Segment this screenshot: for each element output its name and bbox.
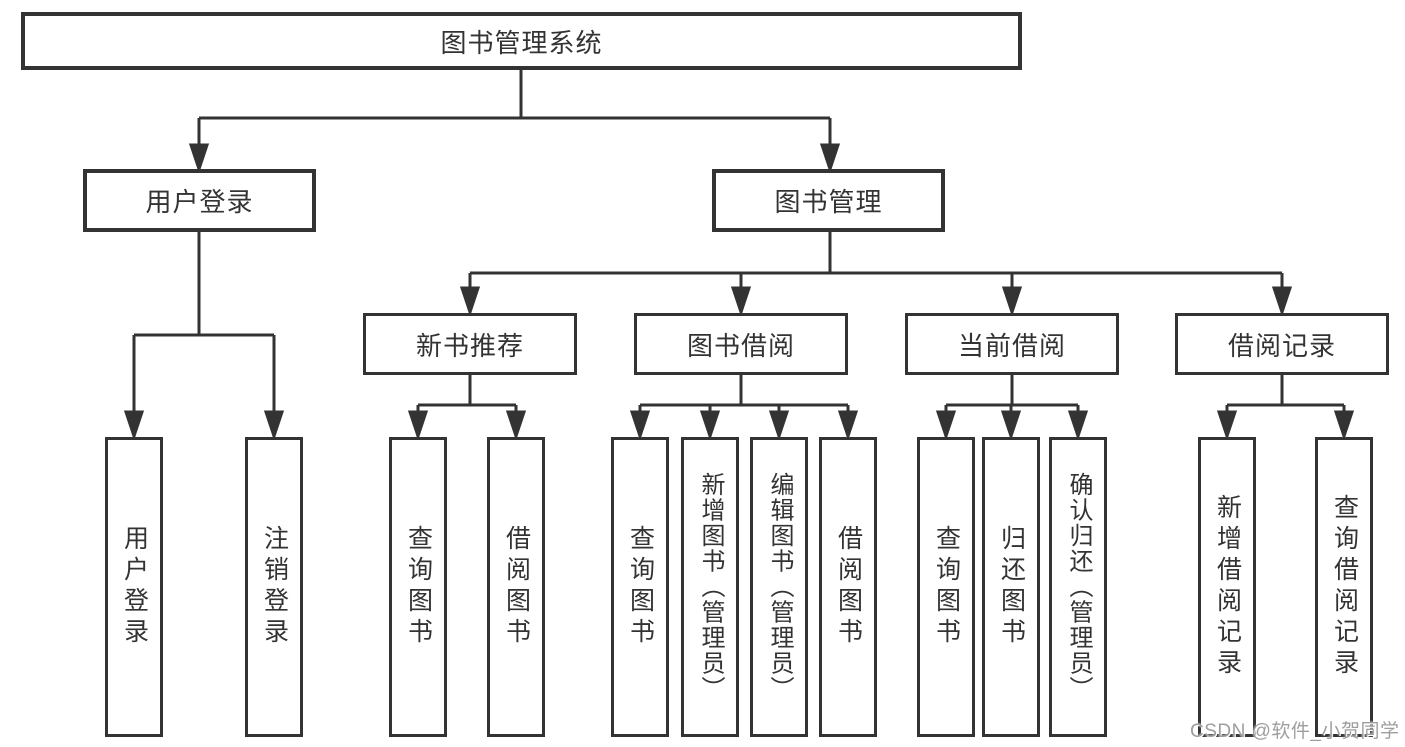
leaf-current-confirm-return-admin: 确认归还（管理员） (1049, 437, 1107, 737)
arrowhead-icon (819, 143, 841, 174)
leaf-current-query-books: 查询图书 (917, 437, 975, 737)
leaf-logout: 注销登录 (245, 437, 303, 737)
arrowhead-icon (123, 410, 145, 441)
node-user-login: 用户登录 (83, 169, 316, 232)
leaf-recommend-query-books: 查询图书 (389, 437, 447, 737)
leaf-label: 确认归还（管理员） (1065, 472, 1092, 702)
arrowhead-icon (407, 410, 429, 441)
leaf-recommend-borrow-books: 借阅图书 (487, 437, 545, 737)
connector-line (197, 70, 832, 147)
node-library-system: 图书管理系统 (21, 12, 1022, 70)
leaf-borrow-add-books-admin: 新增图书（管理员） (681, 437, 739, 737)
connector-recommend-to-leaves (407, 375, 527, 441)
connector-line (1225, 375, 1346, 414)
arrowhead-icon (459, 286, 481, 317)
arrowhead-icon (1333, 410, 1355, 441)
arrowhead-icon (768, 410, 790, 441)
arrowhead-icon (935, 410, 957, 441)
leaf-current-return-books: 归还图书 (982, 437, 1040, 737)
connector-book-management-to-level3 (459, 232, 1293, 317)
arrowhead-icon (1271, 286, 1293, 317)
leaf-label: 借阅图书 (834, 525, 863, 649)
leaf-label: 用户登录 (120, 525, 149, 649)
arrowhead-icon (263, 410, 285, 441)
connector-records-to-leaves (1216, 375, 1355, 441)
node-book-borrowing: 图书借阅 (634, 313, 848, 375)
arrowhead-icon (505, 410, 527, 441)
arrowhead-icon (1000, 410, 1022, 441)
arrowhead-icon (837, 410, 859, 441)
connector-borrowing-to-leaves (629, 375, 859, 441)
leaf-borrow-borrow-books: 借阅图书 (819, 437, 877, 737)
leaf-label: 查询借阅记录 (1330, 494, 1359, 680)
node-new-book-recommend: 新书推荐 (363, 313, 577, 375)
arrowhead-icon (1067, 410, 1089, 441)
node-borrow-records: 借阅记录 (1175, 313, 1389, 375)
connector-line (468, 232, 1284, 290)
leaf-label: 新增借阅记录 (1213, 494, 1242, 680)
leaf-label: 借阅图书 (502, 525, 531, 649)
leaf-label: 查询图书 (404, 525, 433, 649)
leaf-borrow-edit-books-admin: 编辑图书（管理员） (750, 437, 808, 737)
arrowhead-icon (629, 410, 651, 441)
node-current-borrowing: 当前借阅 (905, 313, 1119, 375)
arrowhead-icon (188, 143, 210, 174)
connector-line (944, 375, 1080, 414)
connector-user-login-to-leaves (123, 232, 285, 441)
leaf-borrow-query-books: 查询图书 (611, 437, 669, 737)
leaf-label: 归还图书 (997, 525, 1026, 649)
leaf-user-login: 用户登录 (105, 437, 163, 737)
connector-root-to-level2 (188, 70, 841, 174)
leaf-label: 注销登录 (260, 525, 289, 649)
connector-current-to-leaves (935, 375, 1089, 441)
node-book-management: 图书管理 (712, 169, 945, 232)
arrowhead-icon (1001, 286, 1023, 317)
leaf-label: 查询图书 (932, 525, 961, 649)
connector-line (416, 375, 518, 414)
leaf-label: 新增图书（管理员） (697, 472, 724, 702)
leaf-records-query-record: 查询借阅记录 (1315, 437, 1373, 737)
arrowhead-icon (730, 286, 752, 317)
connector-line (638, 375, 850, 414)
leaf-label: 编辑图书（管理员） (766, 472, 793, 702)
arrowhead-icon (699, 410, 721, 441)
leaf-records-add-record: 新增借阅记录 (1198, 437, 1256, 737)
arrowhead-icon (1216, 410, 1238, 441)
connector-line (132, 232, 276, 414)
csdn-watermark: CSDN @软件_小贺同学 (1190, 721, 1400, 742)
leaf-label: 查询图书 (626, 525, 655, 649)
